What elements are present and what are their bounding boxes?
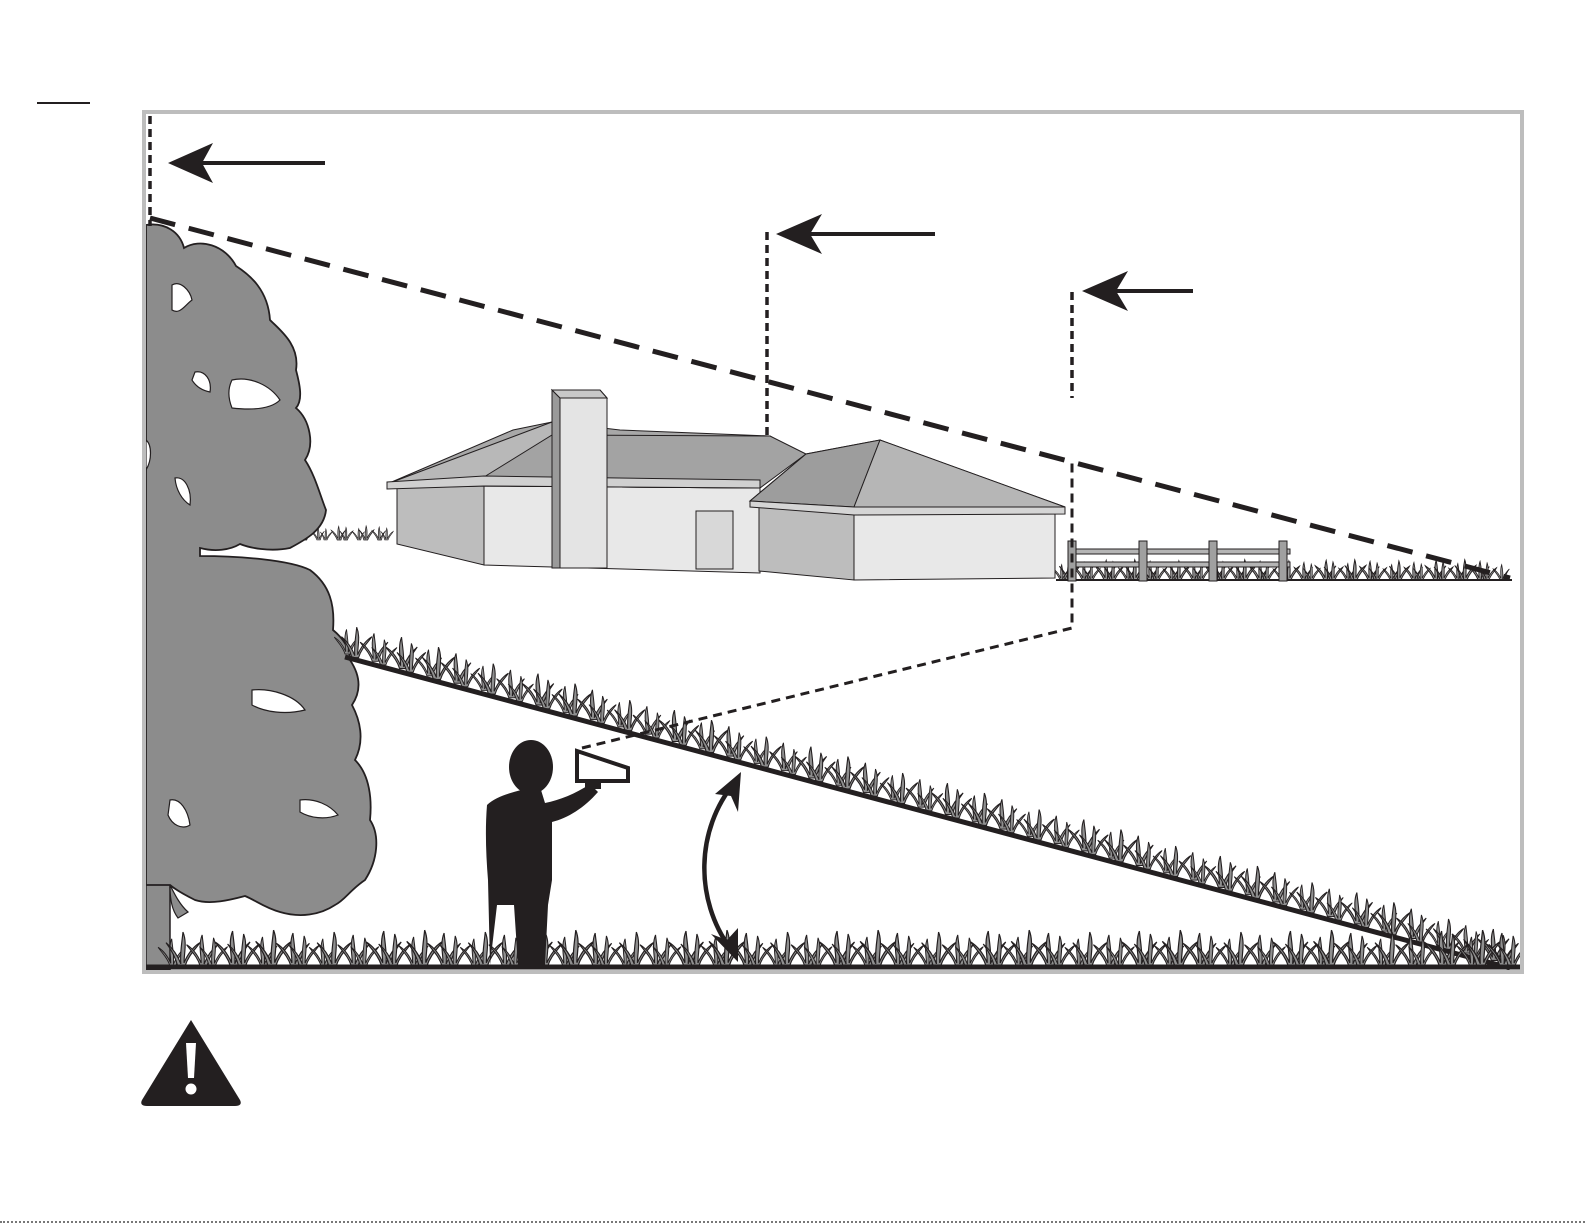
warning-triangle-icon <box>141 1020 241 1106</box>
page-footer-rule <box>0 1221 1585 1223</box>
house-door <box>696 511 733 569</box>
